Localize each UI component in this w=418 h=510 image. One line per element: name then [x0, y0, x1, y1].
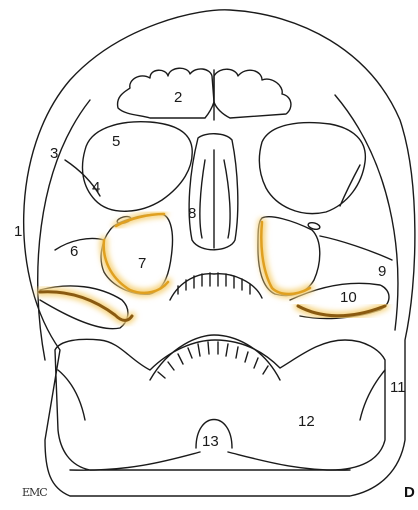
label-5: 5: [112, 134, 120, 149]
cranium-outline: [24, 10, 415, 496]
highlighted-contours: [40, 214, 385, 320]
highlight-maxillary-right-core: [261, 222, 310, 294]
label-11: 11: [390, 380, 406, 395]
nasal-inner-right: [224, 160, 230, 238]
label-10: 10: [340, 290, 357, 305]
label-1: 1: [14, 224, 22, 239]
label-6: 6: [70, 244, 78, 259]
label-2: 2: [174, 90, 182, 105]
chin-line-right: [228, 452, 350, 470]
upper-teeth: [170, 274, 262, 300]
label-13: 13: [202, 434, 219, 449]
upper-teeth-marks: [178, 273, 250, 294]
frontal-sinus-right: [214, 69, 291, 118]
orbit-right: [259, 123, 365, 214]
ramus-left: [58, 370, 85, 420]
highlight-maxillary-left-core: [104, 240, 168, 293]
nasal-inner-left: [200, 160, 205, 238]
chin-line-left: [70, 452, 200, 470]
emc-logo: EMC: [22, 486, 47, 499]
highlight-maxillary-left: [104, 240, 168, 293]
label-12: 12: [298, 414, 315, 429]
label-4: 4: [92, 180, 100, 195]
maxillary-sinus-left: [101, 214, 172, 294]
panel-letter: D: [404, 484, 415, 501]
mandible: [55, 339, 385, 470]
label-7: 7: [138, 256, 146, 271]
label-3: 3: [50, 146, 58, 161]
label-9: 9: [378, 264, 386, 279]
lower-teeth: [150, 335, 280, 380]
frontal-sinus: [118, 68, 214, 118]
ramus-right: [360, 370, 385, 420]
orbit-left: [82, 122, 192, 212]
cheek-left: [55, 238, 104, 250]
cheek-right: [320, 236, 392, 260]
label-8: 8: [188, 206, 196, 221]
